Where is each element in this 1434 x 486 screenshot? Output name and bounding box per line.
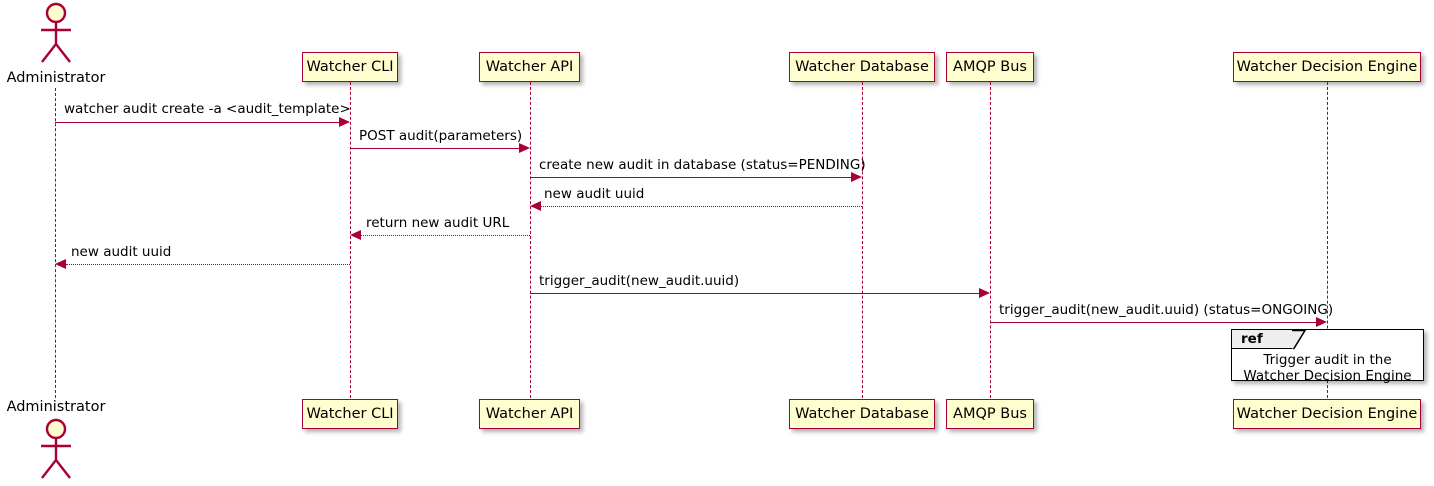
ref-fragment: ref Trigger audit in the Watcher Decisio… (1231, 329, 1424, 384)
participant-box-watcher-cli-top: Watcher CLI (302, 52, 398, 82)
message-line-return-new-audit-url (361, 235, 530, 236)
actor-figure-icon (41, 2, 71, 63)
actor-administrator-top (26, 2, 86, 68)
message-arrowhead-trigger-audit-ongoing (1316, 317, 1327, 327)
message-label-new-audit-uuid-admin: new audit uuid (71, 244, 172, 260)
participant-box-watcher-cli-bottom: Watcher CLI (302, 399, 398, 429)
message-label-trigger-audit: trigger_audit(new_audit.uuid) (539, 273, 740, 289)
message-line-watcher-audit-create (55, 122, 340, 123)
message-arrowhead-watcher-audit-create (339, 117, 350, 127)
participant-box-decision-engine-top: Watcher Decision Engine (1233, 52, 1421, 82)
participant-box-decision-engine-bottom: Watcher Decision Engine (1233, 399, 1421, 429)
message-line-new-audit-uuid-admin (66, 264, 350, 265)
message-arrowhead-new-audit-uuid-admin (55, 259, 66, 269)
message-arrowhead-create-new-audit (851, 172, 862, 182)
ref-fragment-line-1: Trigger audit in the (1263, 352, 1392, 368)
ref-fragment-body: Trigger audit in the Watcher Decision En… (1232, 352, 1423, 384)
message-label-create-new-audit: create new audit in database (status=PEN… (539, 157, 866, 173)
actor-administrator-bottom (26, 418, 86, 484)
ref-fragment-keyword: ref (1241, 331, 1263, 347)
ref-fragment-tab-corner-icon (1292, 330, 1307, 350)
message-arrowhead-trigger-audit (979, 288, 990, 298)
lifeline-amqp-bus (990, 82, 991, 398)
message-line-create-new-audit (530, 177, 852, 178)
participant-box-watcher-api-top: Watcher API (479, 52, 580, 82)
lifeline-administrator (55, 88, 56, 398)
message-line-new-audit-uuid-api (541, 206, 862, 207)
participant-box-watcher-database-bottom: Watcher Database (789, 399, 935, 429)
message-line-post-audit (350, 148, 520, 149)
message-line-trigger-audit-ongoing (990, 322, 1317, 323)
message-label-return-new-audit-url: return new audit URL (366, 215, 510, 231)
message-label-trigger-audit-ongoing: trigger_audit(new_audit.uuid) (status=ON… (999, 302, 1334, 318)
message-label-post-audit: POST audit(parameters) (359, 128, 523, 144)
ref-fragment-line-2: Watcher Decision Engine (1243, 368, 1412, 384)
message-line-trigger-audit (530, 293, 980, 294)
lifeline-watcher-cli (350, 82, 351, 398)
participant-box-watcher-api-bottom: Watcher API (479, 399, 580, 429)
message-arrowhead-return-new-audit-url (350, 230, 361, 240)
actor-figure-bottom-icon (41, 418, 71, 479)
participant-box-watcher-database-top: Watcher Database (789, 52, 935, 82)
participant-box-amqp-bus-bottom: AMQP Bus (946, 399, 1034, 429)
lifeline-watcher-database (862, 82, 863, 398)
lifeline-decision-engine (1327, 82, 1328, 398)
actor-label-administrator-bottom: Administrator (6, 399, 106, 415)
actor-label-administrator-top: Administrator (6, 70, 106, 86)
message-arrowhead-new-audit-uuid-api (530, 201, 541, 211)
participant-box-amqp-bus-top: AMQP Bus (946, 52, 1034, 82)
message-arrowhead-post-audit (519, 143, 530, 153)
lifeline-watcher-api (530, 82, 531, 398)
message-label-watcher-audit-create: watcher audit create -a <audit_template> (64, 101, 351, 117)
message-label-new-audit-uuid-api: new audit uuid (544, 186, 645, 202)
